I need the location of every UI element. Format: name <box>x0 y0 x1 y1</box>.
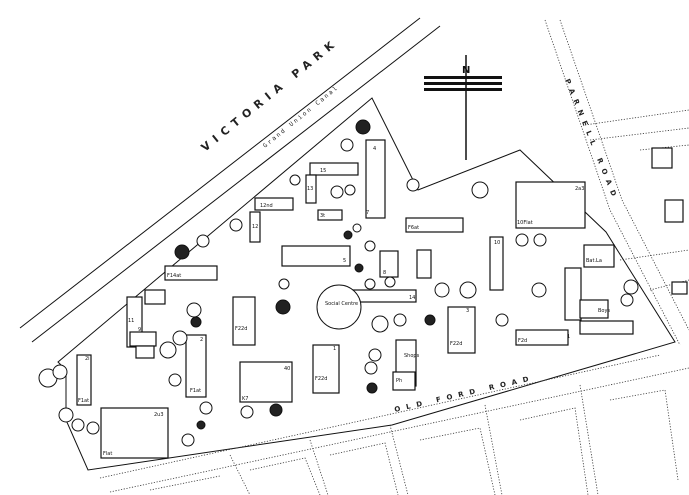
label-b14flat: F14at <box>167 273 181 279</box>
label-b40: 40 <box>284 366 290 372</box>
label-bf2d: F2d <box>518 338 527 344</box>
label-bf22a: F22d <box>235 326 247 332</box>
social-centre-label: Social Centre <box>325 301 358 307</box>
label-b12: 12 <box>252 224 258 230</box>
label-b13: 13 <box>307 186 313 192</box>
label-bf22b: F22d <box>450 341 462 347</box>
label-bboy: Boys <box>598 308 610 314</box>
label-b10: 10 <box>494 240 500 246</box>
label-b15: 15 <box>320 168 326 174</box>
north-arrow: N <box>424 55 502 160</box>
label-b2i: 2i <box>85 356 90 362</box>
social-centre-outline <box>316 284 362 330</box>
label-b6flat: F6at <box>408 225 419 231</box>
label-bfl: F1at <box>78 398 89 404</box>
label-b2: 2 <box>200 337 203 343</box>
site-buildings <box>76 139 634 459</box>
outside-buildings <box>651 147 688 295</box>
label-b8: 8 <box>383 270 386 276</box>
label-bshops: Shops <box>404 353 420 359</box>
label-b14: 14 <box>409 295 415 301</box>
label-bf22c: F22d <box>315 376 327 382</box>
label-b3t: 3t <box>320 213 325 219</box>
label-bph: Ph <box>396 378 402 384</box>
label-b4: 4 <box>373 146 376 152</box>
label-b7: 7 <box>366 210 369 216</box>
label-bbatla: Bat.La <box>586 258 602 264</box>
label-b3: 3 <box>466 308 469 314</box>
canal-banks <box>19 17 676 471</box>
label-bflat: Flat <box>103 451 112 457</box>
label-bfdlat: F1at <box>190 388 201 394</box>
label-b1: 1 <box>333 346 336 352</box>
street-grid <box>99 19 689 495</box>
label-b9: 9 <box>138 327 141 333</box>
trees <box>38 119 639 447</box>
north-label: N <box>462 65 470 76</box>
label-b2a3: 2a3 <box>575 186 584 192</box>
building-labels: 4 13 12 12nd 3t 15 7 5 F6at 10 2a3 10Fla… <box>78 146 610 457</box>
label-b2u3: 2u3 <box>154 412 164 418</box>
label-b10flat: 10Flat <box>517 220 533 226</box>
label-b12f: 12nd <box>260 203 273 209</box>
label-bk7: K7 <box>242 396 248 402</box>
label-b5: 5 <box>343 258 346 264</box>
label-b11: 11 <box>128 318 134 324</box>
label-b1l: 1 <box>567 334 570 340</box>
